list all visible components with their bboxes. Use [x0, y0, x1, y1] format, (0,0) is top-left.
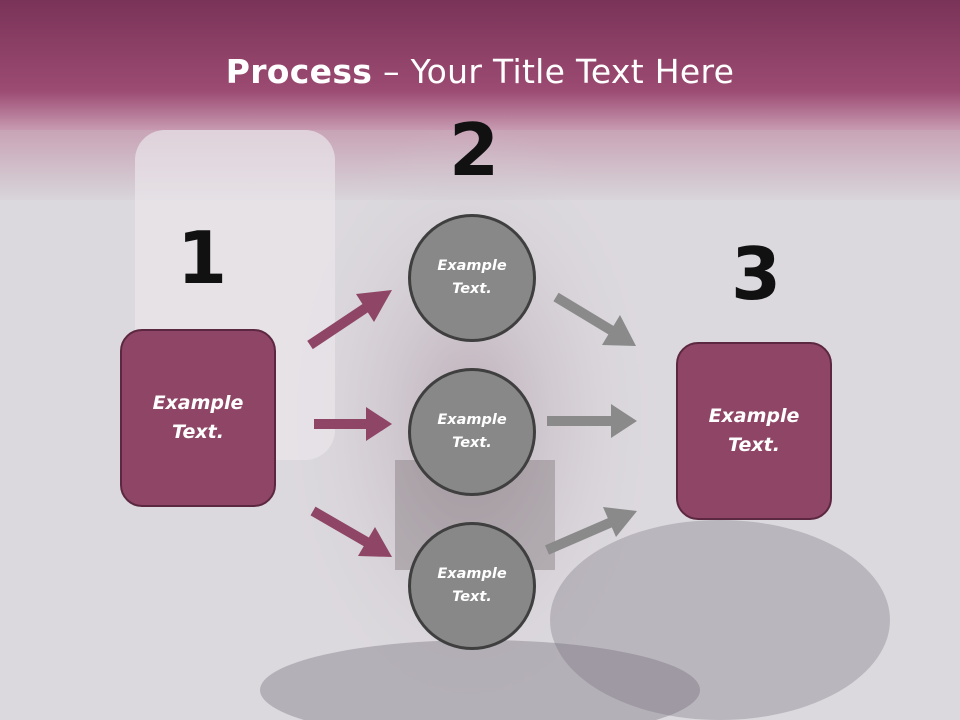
process-circle-middle: Example Text. — [408, 368, 536, 496]
circle-top-line2: Text. — [452, 281, 492, 297]
process-circle-top: Example Text. — [408, 214, 536, 342]
page-title: Process – Your Title Text Here — [0, 52, 960, 91]
arrow-left-up — [307, 290, 392, 350]
right-box-line1: Example — [708, 405, 800, 427]
right-box-line2: Text. — [728, 434, 780, 456]
left-process-box: Example Text. — [120, 329, 276, 507]
circle-bottom-line1: Example — [437, 566, 507, 582]
title-rest: – Your Title Text Here — [372, 52, 735, 91]
circle-middle-line2: Text. — [452, 435, 492, 451]
circle-middle-line1: Example — [437, 412, 507, 428]
step-number-1: 1 — [177, 216, 228, 300]
left-box-line1: Example — [152, 392, 244, 414]
arrow-left-middle — [314, 407, 392, 441]
step-number-3: 3 — [731, 232, 782, 316]
circle-top-line1: Example — [437, 258, 507, 274]
arrow-right-up — [545, 507, 637, 555]
circle-bottom-line2: Text. — [452, 589, 492, 605]
title-bold: Process — [225, 52, 373, 91]
arrow-right-down — [553, 292, 636, 346]
arrow-right-middle — [547, 404, 637, 438]
right-process-box: Example Text. — [676, 342, 832, 520]
step-number-2: 2 — [449, 108, 500, 192]
left-box-line2: Text. — [172, 421, 224, 443]
process-circle-bottom: Example Text. — [408, 522, 536, 650]
arrow-left-down — [310, 506, 392, 557]
